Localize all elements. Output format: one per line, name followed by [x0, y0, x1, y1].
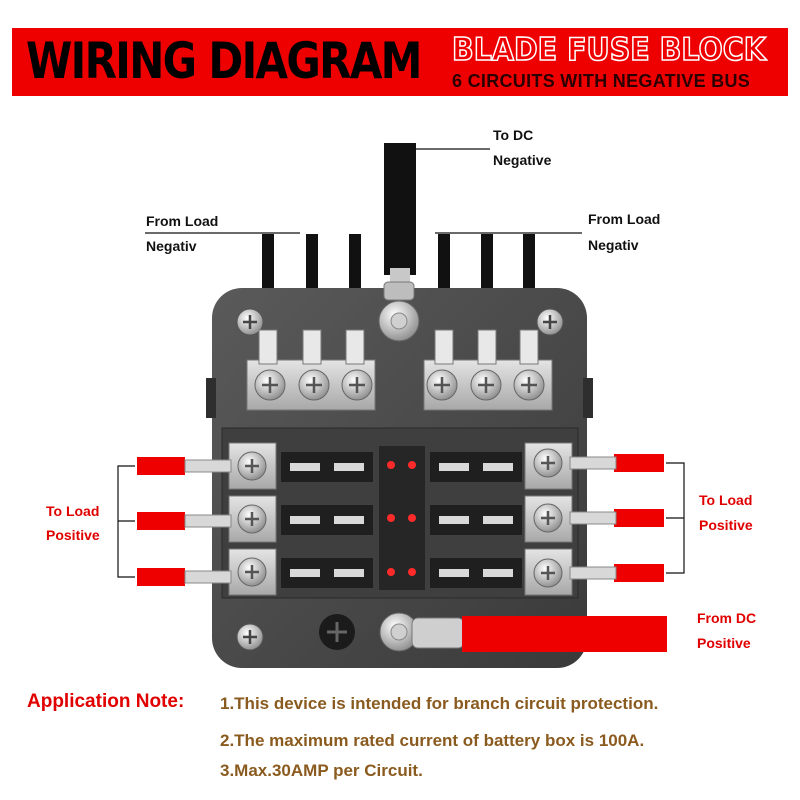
- dc-positive-cable: [462, 616, 667, 652]
- dc-negative-cable: [384, 143, 416, 275]
- led-strip: [379, 446, 425, 590]
- label-from-dc: From DC: [697, 610, 757, 626]
- label-negative: Negative: [493, 152, 552, 168]
- note-item-1: 1.This device is intended for branch cir…: [220, 694, 659, 713]
- label-from-load-right: From Load: [588, 211, 661, 227]
- label-to-load-left: To Load: [46, 503, 100, 519]
- bus-screws: [254, 369, 545, 401]
- note-item-2: 2.The maximum rated current of battery b…: [220, 731, 645, 750]
- label-to-dc: To DC: [493, 127, 534, 143]
- label-from-load-left: From Load: [146, 213, 219, 229]
- product-name: BLADE FUSE BLOCK: [451, 31, 766, 69]
- right-positive-wires: [569, 454, 664, 582]
- label-positive-right: Positive: [699, 517, 753, 533]
- note-item-3: 3.Max.30AMP per Circuit.: [220, 761, 423, 780]
- header-banner: WIRING DIAGRAM BLADE FUSE BLOCK 6 CIRCUI…: [12, 28, 788, 96]
- leader-lines: [117, 148, 685, 578]
- dc-positive-lug: [411, 617, 465, 649]
- application-note-heading: Application Note:: [27, 691, 185, 712]
- label-negativ-right: Negativ: [588, 237, 639, 253]
- left-positive-wires: [137, 457, 232, 586]
- label-positive-left: Positive: [46, 527, 100, 543]
- label-to-load-right: To Load: [699, 492, 753, 508]
- title: WIRING DIAGRAM: [26, 32, 422, 90]
- indicator-leds: [387, 461, 416, 576]
- label-negativ-left: Negativ: [146, 238, 197, 254]
- label-positive-dc: Positive: [697, 635, 751, 651]
- subtitle: 6 CIRCUITS WITH NEGATIVE BUS: [452, 71, 751, 91]
